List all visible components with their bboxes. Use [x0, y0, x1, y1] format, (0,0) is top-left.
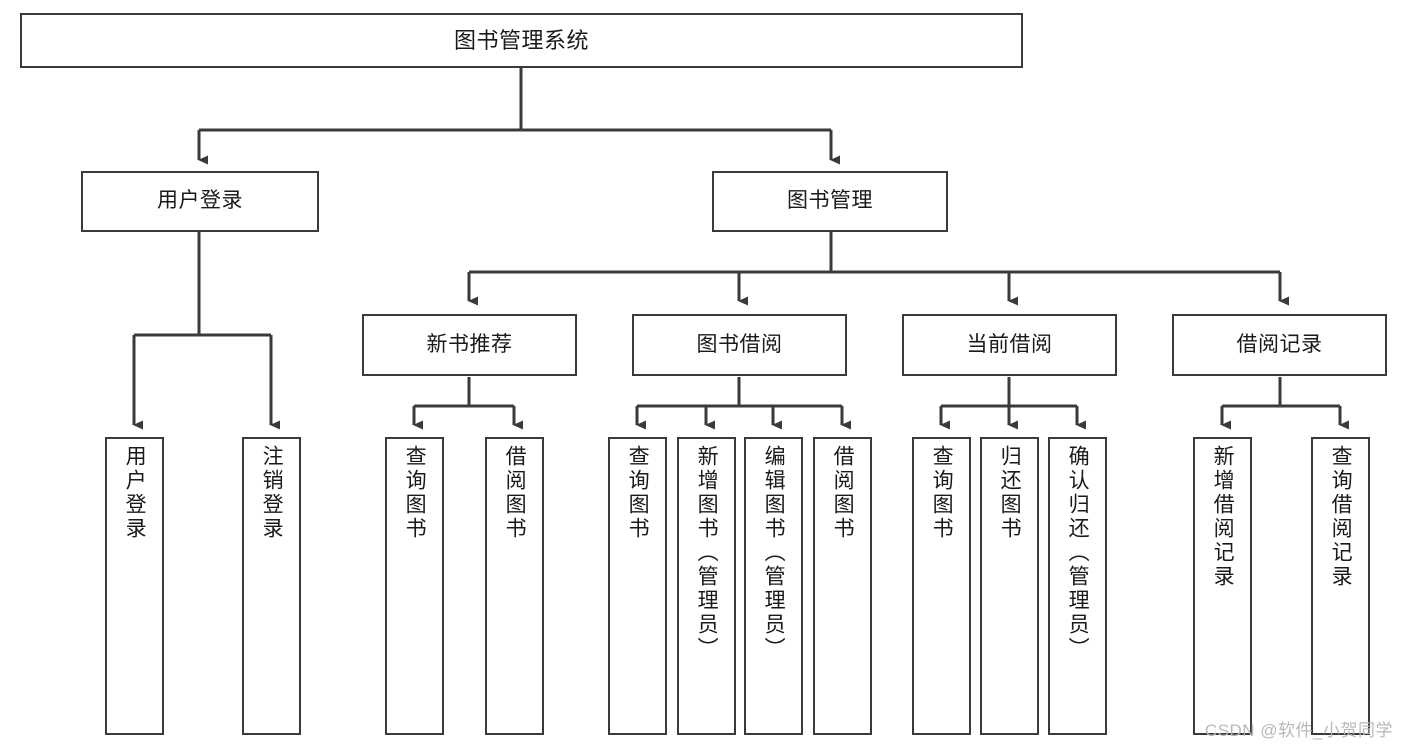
leaf-current-return-book[interactable]: 归还图书 — [980, 437, 1039, 735]
node-current-borrow-label: 当前借阅 — [966, 332, 1053, 356]
leaf-record-add-record-label: 新增借阅记录 — [1211, 445, 1235, 589]
leaf-recommend-borrow-book[interactable]: 借阅图书 — [485, 437, 544, 735]
leaf-recommend-borrow-book-label: 借阅图书 — [503, 445, 527, 541]
leaf-borrow-borrow-book-label: 借阅图书 — [831, 445, 855, 541]
csdn-watermark: CSDN @软件_小贺同学 — [1204, 721, 1393, 740]
node-root-system-label: 图书管理系统 — [453, 27, 589, 53]
leaf-current-confirm-return[interactable]: 确认归还（管理员） — [1048, 437, 1107, 735]
leaf-record-add-record[interactable]: 新增借阅记录 — [1193, 437, 1252, 735]
leaf-user-logout[interactable]: 注销登录 — [242, 437, 301, 735]
leaf-borrow-borrow-book[interactable]: 借阅图书 — [813, 437, 872, 735]
leaf-user-login[interactable]: 用户登录 — [105, 437, 164, 735]
leaf-recommend-query-book[interactable]: 查询图书 — [385, 437, 444, 735]
node-book-manage[interactable]: 图书管理 — [712, 171, 948, 232]
leaf-record-query-record[interactable]: 查询借阅记录 — [1311, 437, 1370, 735]
node-book-borrow[interactable]: 图书借阅 — [632, 314, 847, 376]
node-user-login[interactable]: 用户登录 — [81, 171, 319, 232]
leaf-borrow-query-book-label: 查询图书 — [626, 445, 650, 541]
leaf-borrow-edit-book[interactable]: 编辑图书（管理员） — [744, 437, 803, 735]
node-user-login-label: 用户登录 — [157, 189, 243, 213]
node-new-book-recommend[interactable]: 新书推荐 — [362, 314, 577, 376]
leaf-user-login-label: 用户登录 — [123, 445, 147, 541]
node-root-system[interactable]: 图书管理系统 — [20, 13, 1023, 68]
node-borrow-record-label: 借阅记录 — [1236, 332, 1323, 356]
leaf-current-query-book-label: 查询图书 — [930, 445, 954, 541]
node-book-borrow-label: 图书借阅 — [696, 332, 783, 356]
leaf-recommend-query-book-label: 查询图书 — [403, 445, 427, 541]
leaf-borrow-add-book-label: 新增图书（管理员） — [695, 445, 719, 661]
leaf-borrow-edit-book-label: 编辑图书（管理员） — [762, 445, 786, 661]
leaf-user-logout-label: 注销登录 — [260, 445, 284, 541]
leaf-borrow-add-book[interactable]: 新增图书（管理员） — [677, 437, 736, 735]
node-book-manage-label: 图书管理 — [787, 189, 873, 213]
leaf-current-confirm-return-label: 确认归还（管理员） — [1066, 445, 1090, 661]
leaf-current-query-book[interactable]: 查询图书 — [912, 437, 971, 735]
node-borrow-record[interactable]: 借阅记录 — [1172, 314, 1387, 376]
leaf-record-query-record-label: 查询借阅记录 — [1329, 445, 1353, 589]
node-new-book-recommend-label: 新书推荐 — [426, 332, 513, 356]
leaf-borrow-query-book[interactable]: 查询图书 — [608, 437, 667, 735]
node-current-borrow[interactable]: 当前借阅 — [902, 314, 1117, 376]
leaf-current-return-book-label: 归还图书 — [998, 445, 1022, 541]
